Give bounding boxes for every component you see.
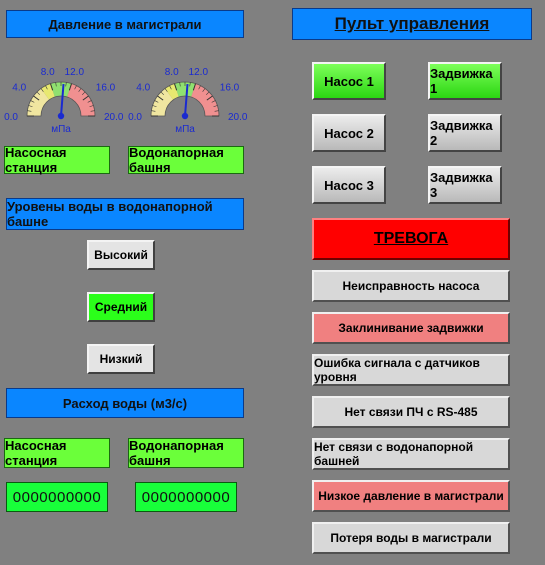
valve-3-label: Задвижка 3 xyxy=(430,170,493,200)
pressure-gauge-station: 0.0 4.0 8.0 12.0 16.0 20.0 мПа xyxy=(4,67,124,135)
gauge-tick-label: 4.0 xyxy=(136,83,150,94)
flow-station-label: Насосная станция xyxy=(4,438,110,468)
alarm-label: Потеря воды в магистрали xyxy=(330,531,492,545)
gauge-hub xyxy=(57,112,65,120)
gauge-unit-label: мПа xyxy=(51,124,71,135)
pump-1-label: Насос 1 xyxy=(324,73,374,89)
flow-header: Расход воды (м3/с) xyxy=(6,388,244,418)
gauge-tick-label: 20.0 xyxy=(104,112,124,123)
levels-title: Уровены воды в водонапорной башне xyxy=(7,199,213,229)
alarm-header: ТРЕВОГА xyxy=(312,218,510,260)
gauge-tick-label: 4.0 xyxy=(12,83,26,94)
gauge-tick-label: 0.0 xyxy=(4,112,18,123)
flow-title: Расход воды (м3/с) xyxy=(62,395,188,411)
alarm-valve-jam: Заклинивание задвижки xyxy=(312,312,510,344)
control-panel-title: Пульт управления xyxy=(334,14,490,33)
alarm-tower-link: Нет связи с водонапорной башней xyxy=(312,438,510,470)
pressure-gauge-tower: 0.0 4.0 8.0 12.0 16.0 20.0 мПа xyxy=(128,67,248,135)
alarm-label: Неисправность насоса xyxy=(342,279,480,293)
level-mid-label: Средний xyxy=(94,300,148,314)
alarm-low-pressure: Низкое давление в магистрали xyxy=(312,480,510,512)
alarm-level-sensor-error: Ошибка сигнала с датчиков уровня xyxy=(312,354,510,386)
gauge-hub xyxy=(181,112,189,120)
level-low-label: Низкий xyxy=(99,352,143,366)
gauge-tick-label: 0.0 xyxy=(128,112,142,123)
gauge-unit-label: мПа xyxy=(175,124,195,135)
flow-tower-counter: 0000000000 xyxy=(135,482,237,512)
valve-3-button[interactable]: Задвижка 3 xyxy=(428,166,502,204)
valve-1-label: Задвижка 1 xyxy=(430,66,493,96)
gauge-tick-label: 20.0 xyxy=(228,112,248,123)
alarm-label: Нет связи ПЧ с RS-485 xyxy=(344,405,478,419)
pressure-header: Давление в магистрали xyxy=(6,10,244,38)
pump-3-label: Насос 3 xyxy=(324,177,374,193)
gauge-tower-label: Водонапорная башня xyxy=(128,145,244,175)
alarm-label: Заклинивание задвижки xyxy=(338,321,484,335)
gauge-station-label-text: Насосная станция xyxy=(5,145,67,175)
alarm-pump-fault: Неисправность насоса xyxy=(312,270,510,302)
level-high-indicator: Высокий xyxy=(87,240,155,270)
levels-header: Уровены воды в водонапорной башне xyxy=(6,198,244,230)
gauge-tick-label: 16.0 xyxy=(220,83,240,94)
pump-2-button[interactable]: Насос 2 xyxy=(312,114,386,152)
flow-station-counter: 0000000000 xyxy=(6,482,108,512)
gauge-station-label: Насосная станция xyxy=(4,145,110,175)
alarm-label: Ошибка сигнала с датчиков уровня xyxy=(314,356,480,384)
gauge-tick-label: 8.0 xyxy=(165,67,179,78)
control-panel-header: Пульт управления xyxy=(292,8,532,40)
gauge-tower-label-text: Водонапорная башня xyxy=(129,145,224,175)
alarm-vfd-rs485-link: Нет связи ПЧ с RS-485 xyxy=(312,396,510,428)
level-low-indicator: Низкий xyxy=(87,344,155,374)
gauge-needle xyxy=(184,84,189,117)
pressure-title: Давление в магистрали xyxy=(48,16,202,32)
gauge-tick-label: 8.0 xyxy=(41,67,55,78)
gauge-tick-label: 12.0 xyxy=(65,67,85,78)
pump-1-button[interactable]: Насос 1 xyxy=(312,62,386,100)
flow-station-label-text: Насосная станция xyxy=(5,438,67,468)
gauge-needle xyxy=(60,84,65,117)
valve-2-button[interactable]: Задвижка 2 xyxy=(428,114,502,152)
flow-tower-value: 0000000000 xyxy=(141,488,231,506)
gauge-tick-label: 16.0 xyxy=(96,83,116,94)
pump-2-label: Насос 2 xyxy=(324,125,374,141)
alarm-label: Низкое давление в магистрали xyxy=(318,489,504,503)
alarm-water-loss: Потеря воды в магистрали xyxy=(312,522,510,554)
level-mid-indicator: Средний xyxy=(87,292,155,322)
alarm-label: Нет связи с водонапорной башней xyxy=(314,440,474,468)
valve-2-label: Задвижка 2 xyxy=(430,118,493,148)
flow-station-value: 0000000000 xyxy=(12,488,102,506)
alarm-title: ТРЕВОГА xyxy=(373,230,449,247)
gauge-tick-label: 12.0 xyxy=(189,67,209,78)
pump-3-button[interactable]: Насос 3 xyxy=(312,166,386,204)
valve-1-button[interactable]: Задвижка 1 xyxy=(428,62,502,100)
flow-tower-label: Водонапорная башня xyxy=(128,438,244,468)
level-high-label: Высокий xyxy=(94,248,148,262)
flow-tower-label-text: Водонапорная башня xyxy=(129,438,224,468)
